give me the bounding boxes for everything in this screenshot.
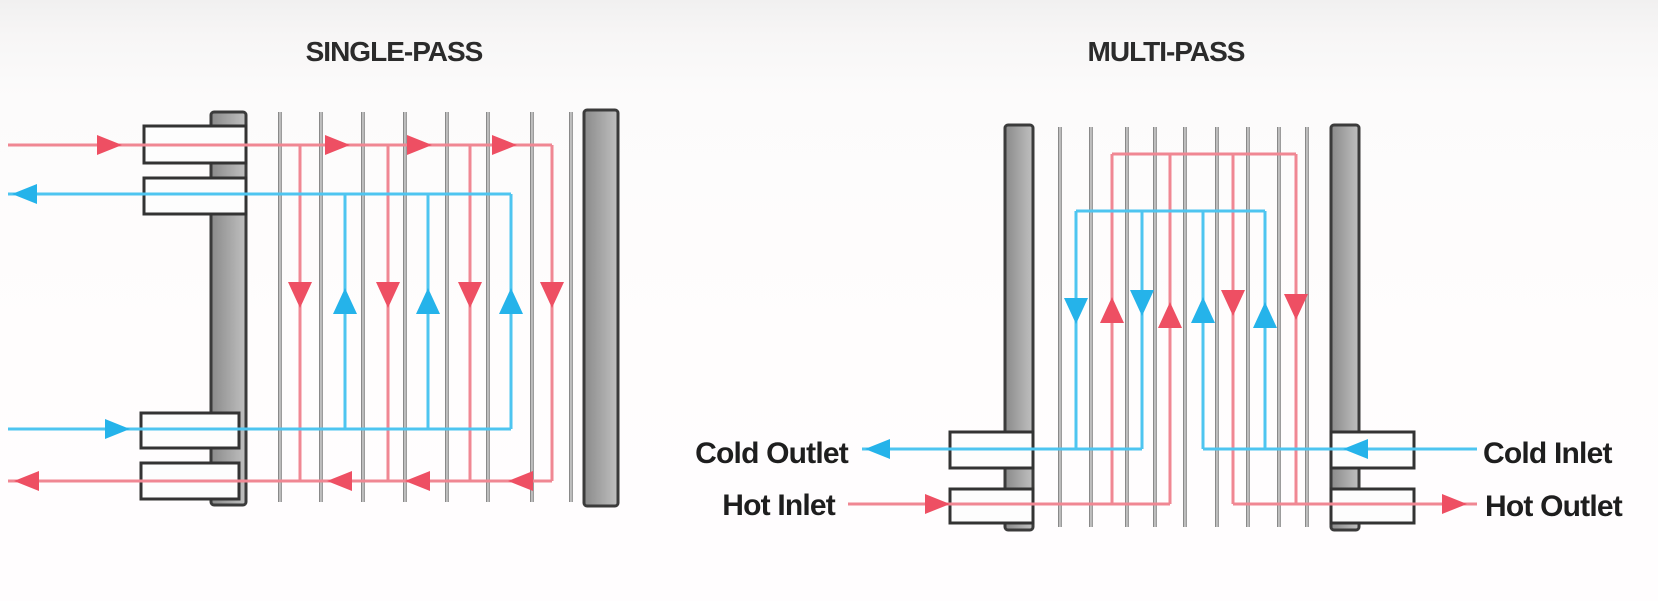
multi-pass-title: MULTI-PASS [1087,36,1246,67]
hot-flow-arrow-right [925,494,950,514]
cold-flow-arrow-down [1064,298,1088,324]
single-pass-title: SINGLE-PASS [305,36,484,67]
hot-flow-arrow-up [1100,297,1124,323]
hot-flow-arrow-down [1221,290,1245,316]
hot-inlet-nozzle [948,487,1035,525]
heat-transfer-plate [319,112,323,502]
heat-transfer-plate [486,112,490,502]
cold-flow-arrow-left [865,439,890,459]
single_pass-group [8,108,620,508]
frame-plate [1003,123,1035,532]
hot-flow-arrow-right [325,135,350,155]
cold-inlet-label: Cold Inlet [1483,437,1612,470]
heat-transfer-plate [530,112,534,502]
cold-flow-arrow-up [499,288,523,314]
heat-transfer-plate [569,112,573,502]
cold-flow-arrow-down [1130,290,1154,316]
cold-flow-arrow-left [1343,439,1368,459]
heat-transfer-plate [1305,127,1309,527]
hot-inlet-label: Hot Inlet [722,489,836,522]
cold-outlet-label: Cold Outlet [695,437,849,470]
hot-flow-arrow-right [97,135,122,155]
cold-flow-arrow-up [1191,297,1215,323]
heat-transfer-plate [1089,127,1093,527]
hot-flow-arrow-left [508,471,533,491]
heat-transfer-plate [361,112,365,502]
hot-flow-arrow-right [1442,494,1467,514]
hot-flow-arrow-down [376,282,400,308]
heat-transfer-plate [1215,127,1219,527]
hot-flow-arrow-right [492,135,517,155]
end-plate [582,108,620,508]
heat-transfer-plate [403,112,407,502]
multi_pass-group [848,123,1477,532]
hot-flow-arrow-right [407,135,432,155]
hot-flow-arrow-down [1284,294,1308,320]
heat-transfer-plate [1058,127,1062,527]
hot-flow-arrow-left [327,471,352,491]
hot-flow-arrow-down [540,282,564,308]
heat-transfer-plate [278,112,282,502]
heat-transfer-plate [1183,127,1187,527]
hot-outlet-nozzle [1329,487,1416,525]
hot-flow-arrow-down [288,282,312,308]
cold-flow-arrow-up [333,288,357,314]
heat-transfer-plate [1153,127,1157,527]
heat-transfer-plate [1125,127,1129,527]
heat-transfer-plate [1277,127,1281,527]
end-plate [1329,123,1361,532]
heat-transfer-plate [1246,127,1250,527]
hot-flow-arrow-down [458,282,482,308]
cold-flow-arrow-up [1253,302,1277,328]
hot-outlet-label: Hot Outlet [1485,490,1623,523]
cold-flow-arrow-up [416,288,440,314]
hot-flow-arrow-up [1158,302,1182,328]
hot-flow-arrow-left [405,471,430,491]
cold-flow-arrow-right [105,419,130,439]
hot-flow-arrow-left [14,471,39,491]
cold-flow-arrow-left [12,184,37,204]
cold-outlet-nozzle [142,176,248,216]
heat-transfer-plate [445,112,449,502]
